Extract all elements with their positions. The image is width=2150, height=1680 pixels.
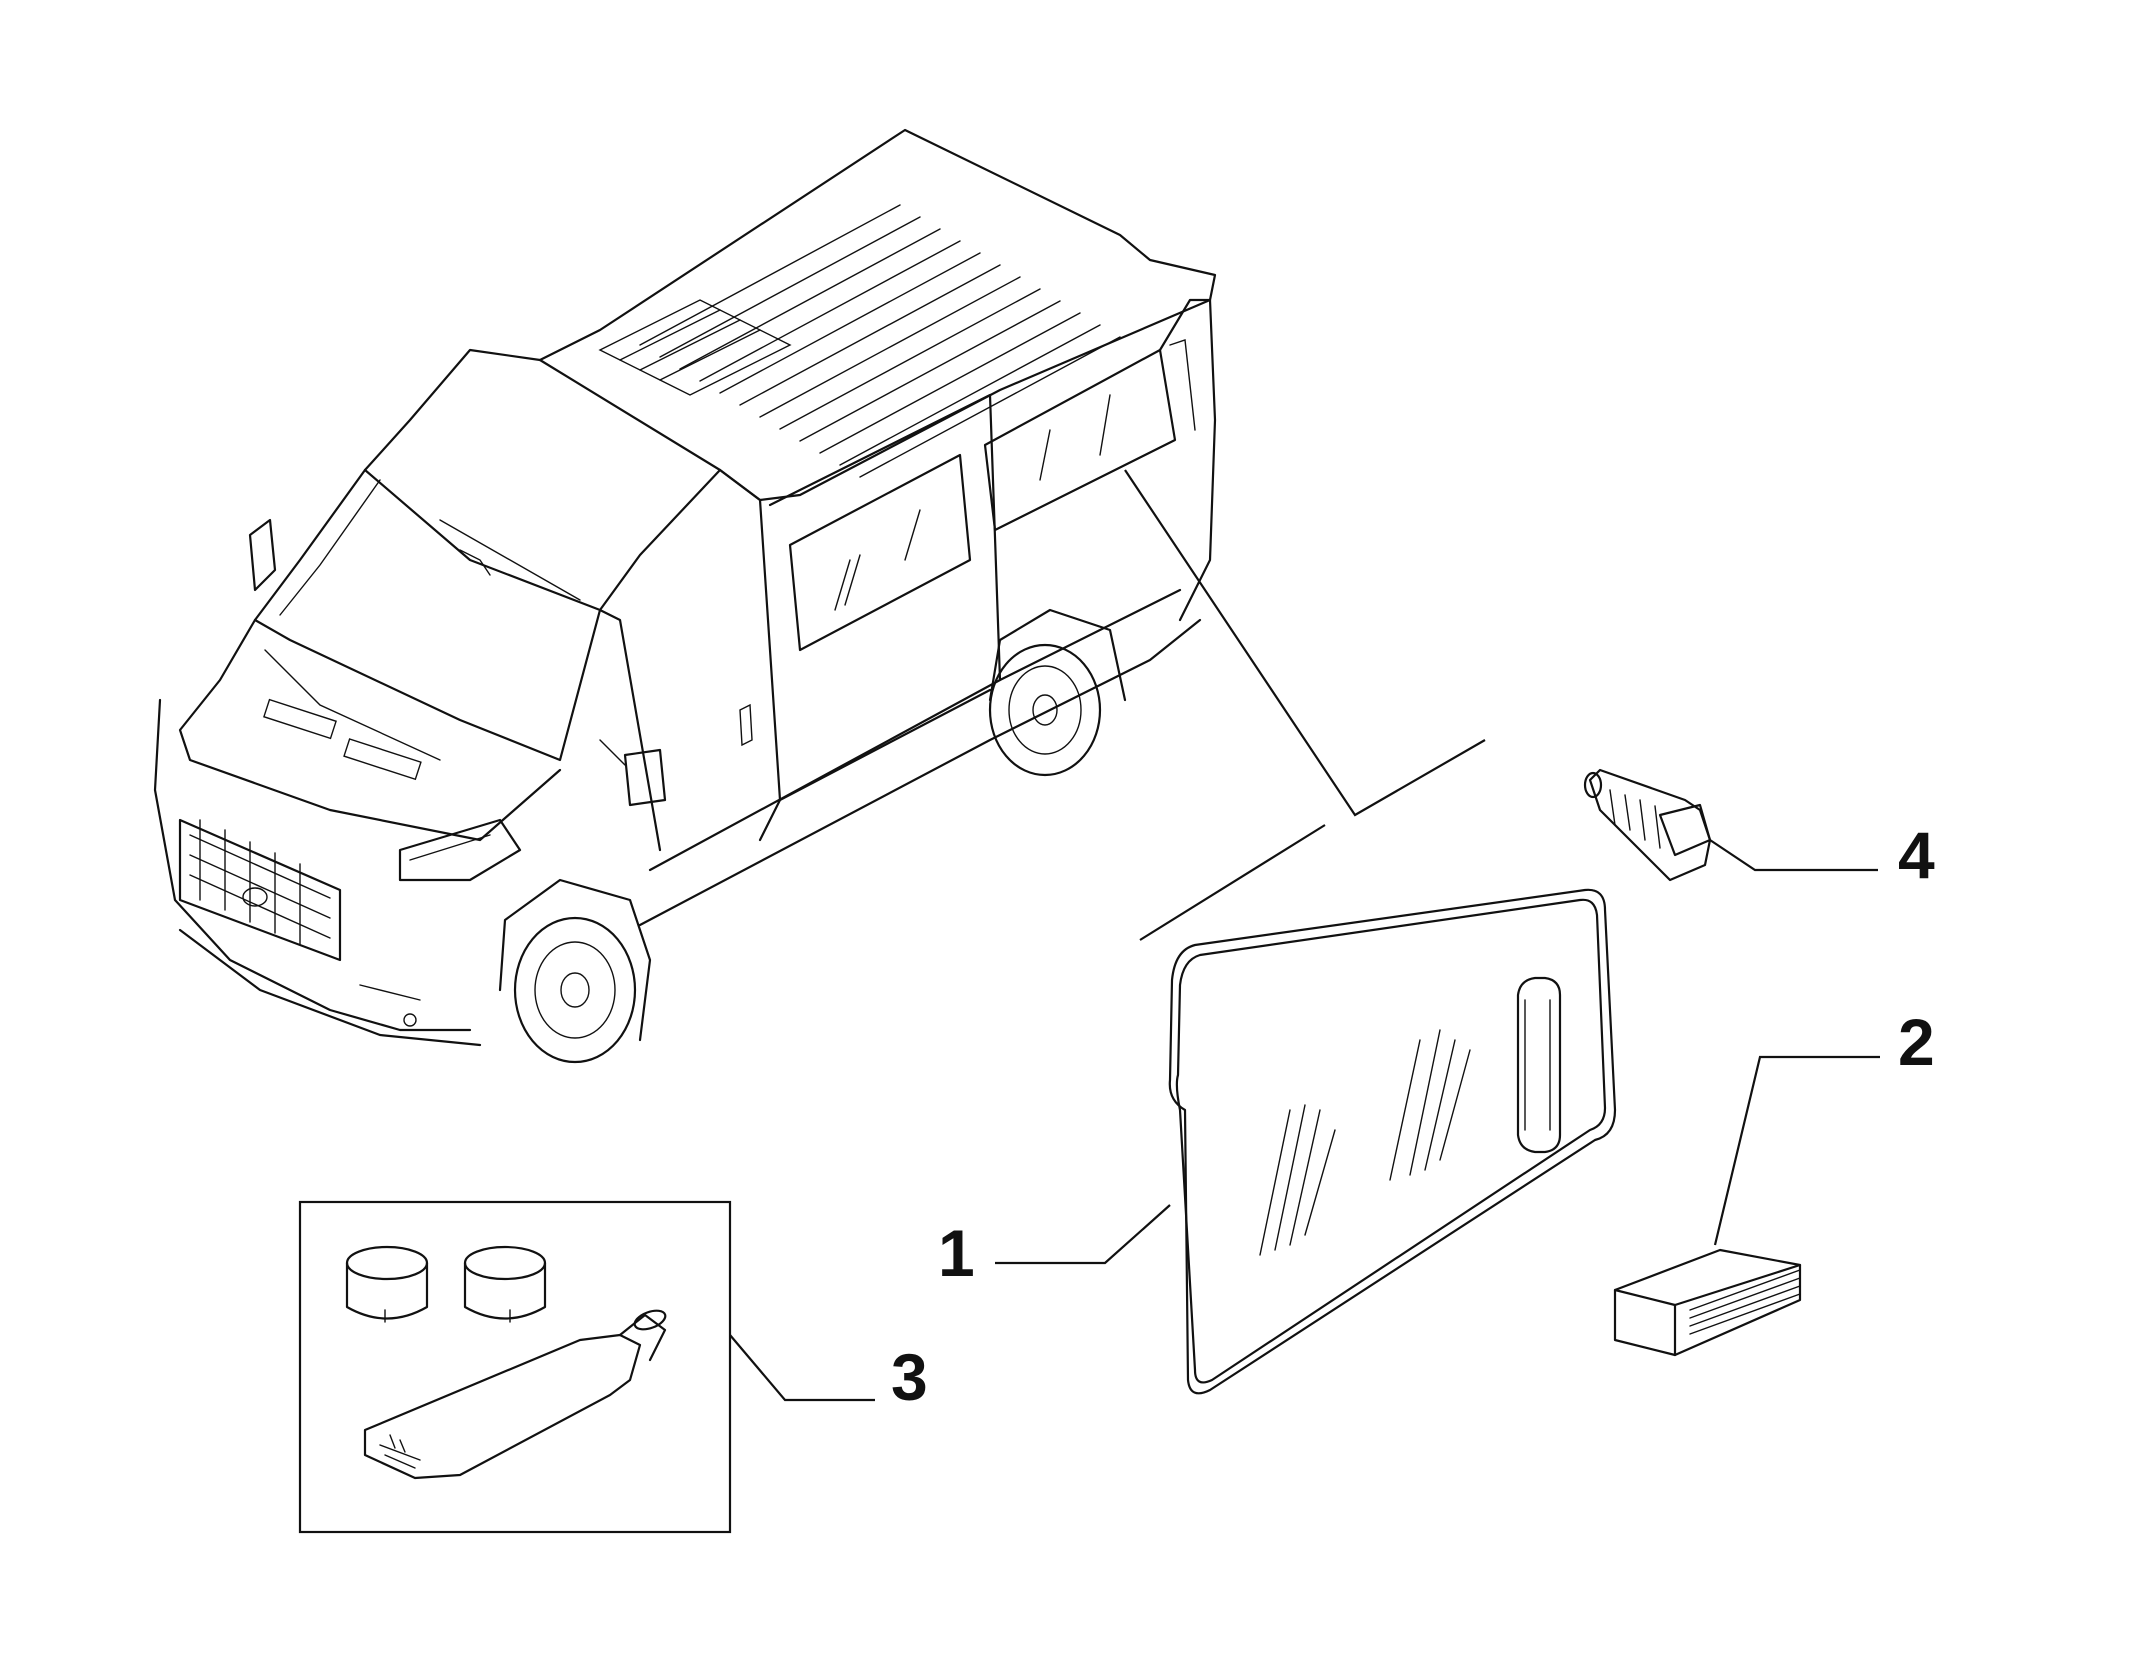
callout-3: 3 — [891, 1340, 928, 1414]
callout-2: 2 — [1898, 1005, 1935, 1079]
van-illustration — [153, 128, 1217, 1064]
part-4-push-clip — [1583, 768, 1712, 882]
callout-labels: 1 2 3 4 — [891, 818, 1935, 1414]
callout-4: 4 — [1898, 818, 1935, 892]
part-3-primer-kit — [298, 1200, 732, 1534]
callout-1: 1 — [938, 1216, 975, 1290]
callout-leaders — [729, 839, 1880, 1402]
part-2-adhesive-strips — [1613, 1248, 1802, 1357]
roof-ribs — [639, 204, 1121, 478]
window-leader — [1124, 469, 1486, 941]
part-1-window-glass — [1168, 888, 1617, 1395]
side-window-on-van — [788, 348, 1177, 652]
